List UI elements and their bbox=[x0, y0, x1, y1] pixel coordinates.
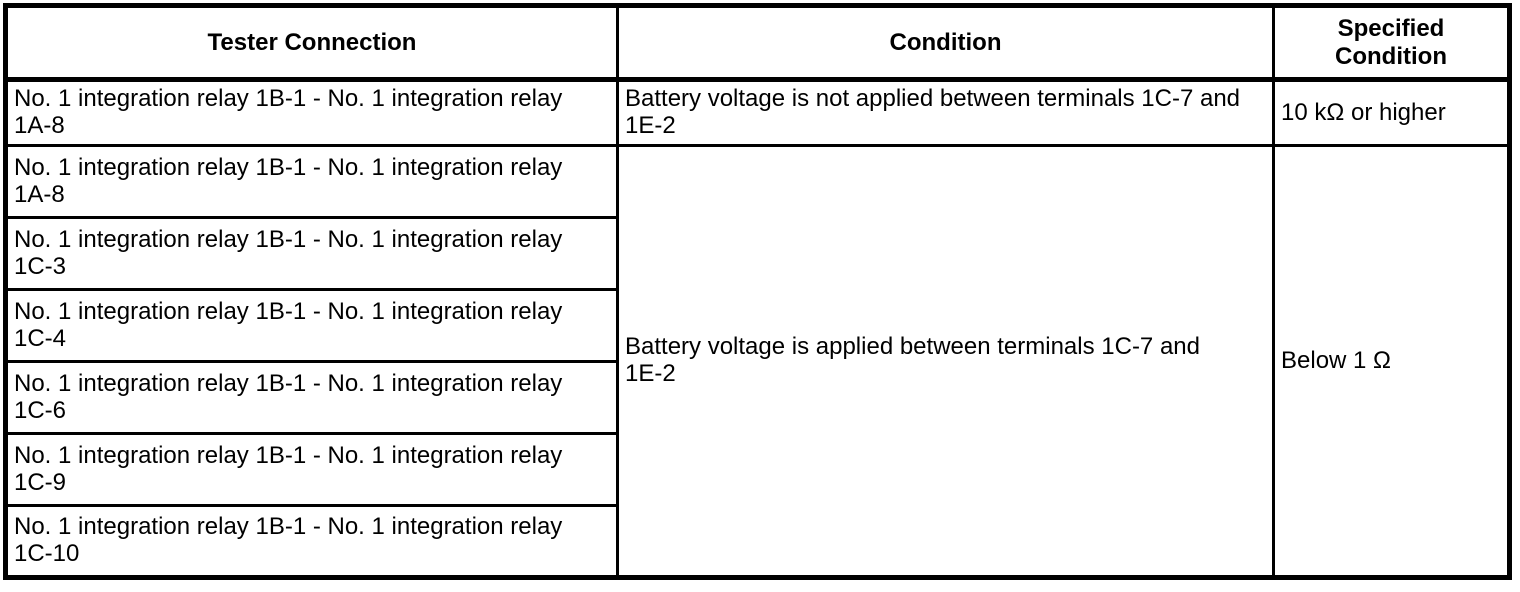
table-row: No. 1 integration relay 1B-1 - No. 1 int… bbox=[4, 216, 1510, 291]
table-row: No. 1 integration relay 1B-1 - No. 1 int… bbox=[4, 432, 1510, 507]
table-row: No. 1 integration relay 1B-1 - No. 1 int… bbox=[4, 78, 1511, 147]
header-specified-condition: Specified Condition bbox=[1272, 4, 1511, 82]
cell-tester-connection: No. 1 integration relay 1B-1 - No. 1 int… bbox=[4, 360, 619, 435]
cell-tester-connection: No. 1 integration relay 1B-1 - No. 1 int… bbox=[4, 504, 619, 579]
header-row: Tester Connection Condition Specified Co… bbox=[4, 4, 1511, 82]
cell-condition-merged: Battery voltage is applied between termi… bbox=[616, 144, 1275, 579]
cell-tester-connection: No. 1 integration relay 1B-1 - No. 1 int… bbox=[4, 432, 619, 507]
cell-tester-connection: No. 1 integration relay 1B-1 - No. 1 int… bbox=[4, 288, 619, 363]
specified-condition-table: Tester Connection Condition Specified Co… bbox=[3, 3, 1512, 580]
cell-specified-condition-merged: Below 1 Ω bbox=[1272, 144, 1511, 579]
header-tester-connection: Tester Connection bbox=[4, 4, 619, 82]
table-row: No. 1 integration relay 1B-1 - No. 1 int… bbox=[4, 288, 1510, 363]
table-row: No. 1 integration relay 1B-1 - No. 1 int… bbox=[4, 360, 1510, 435]
header-condition: Condition bbox=[616, 4, 1275, 82]
cell-tester-connection: No. 1 integration relay 1B-1 - No. 1 int… bbox=[4, 216, 619, 291]
table-row: No. 1 integration relay 1B-1 - No. 1 int… bbox=[4, 504, 1510, 579]
cell-tester-connection: No. 1 integration relay 1B-1 - No. 1 int… bbox=[4, 144, 619, 219]
cell-specified-condition: 10 kΩ or higher bbox=[1272, 78, 1511, 147]
table-row: No. 1 integration relay 1B-1 - No. 1 int… bbox=[4, 144, 1511, 579]
cell-tester-connection: No. 1 integration relay 1B-1 - No. 1 int… bbox=[4, 78, 619, 147]
cell-condition: Battery voltage is not applied between t… bbox=[616, 78, 1275, 147]
